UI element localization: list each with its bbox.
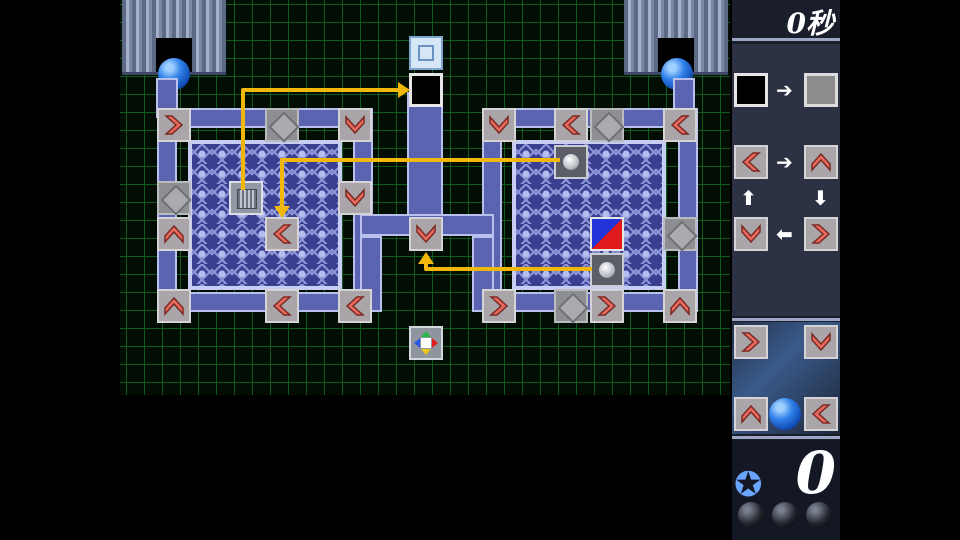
chevron-left-icon <box>561 115 581 135</box>
chevron-right-icon <box>164 115 184 135</box>
life-ball-icon <box>772 502 798 528</box>
arrowhead-up-icon <box>418 252 434 264</box>
up-arrow-icon: ⬆ <box>740 186 757 210</box>
preview-arrow-right-tile <box>734 325 768 359</box>
chevron-left-icon <box>345 296 365 316</box>
chevron-up-icon <box>670 296 690 316</box>
arrow-down-tile[interactable] <box>338 108 372 142</box>
gem-block[interactable] <box>663 217 697 251</box>
chevron-down-icon <box>416 224 436 244</box>
ball-path-overlay <box>241 82 592 271</box>
chevron-left-icon <box>811 404 831 424</box>
rule-arrow-down-tile <box>734 217 768 251</box>
color-arrow-pad[interactable] <box>409 326 443 360</box>
arrow-up-tile[interactable] <box>157 289 191 323</box>
four-way-arrow-icon <box>414 331 438 355</box>
color-swap-block[interactable] <box>590 217 624 251</box>
divider <box>732 436 840 439</box>
chevron-left-icon <box>670 115 690 135</box>
arrow-up-tile[interactable] <box>663 289 697 323</box>
arrowhead-right-icon <box>398 82 410 98</box>
down-arrow-icon: ⬇ <box>812 186 829 210</box>
arrow-left-tile[interactable] <box>663 108 697 142</box>
rule-arrow-up-tile <box>804 145 838 179</box>
floor-panel-right <box>512 140 666 290</box>
path-to-goal <box>241 88 400 190</box>
life-ball-icon <box>738 502 764 528</box>
gem-block[interactable] <box>265 108 299 142</box>
floor-panel-left <box>188 140 342 290</box>
arrow-down-tile[interactable] <box>409 217 443 251</box>
game-board <box>120 0 730 395</box>
chevron-up-icon <box>811 152 831 172</box>
black-block[interactable] <box>409 73 443 107</box>
arrow-up-tile[interactable] <box>157 217 191 251</box>
arrow-left-tile[interactable] <box>338 289 372 323</box>
star-icon: ✪ <box>734 465 763 505</box>
divider <box>732 38 840 41</box>
score-text: 0 <box>795 439 836 507</box>
game-screen: 0秒 ➔ ➔ ⬆ ⬇ ⬅ ✪ 0 <box>120 0 840 540</box>
side-panel: 0秒 ➔ ➔ ⬆ ⬇ ⬅ ✪ 0 <box>732 0 840 540</box>
rule-arrow-left-tile <box>734 145 768 179</box>
arrow-left-tile[interactable] <box>265 217 299 251</box>
striped-block[interactable] <box>229 181 263 215</box>
gem-block[interactable] <box>157 181 191 215</box>
chevron-right-icon <box>597 296 617 316</box>
chevron-up-icon <box>164 296 184 316</box>
arrow-right-tile[interactable] <box>482 289 516 323</box>
chevron-down-icon <box>489 115 509 135</box>
preview-arrow-up-tile <box>734 397 768 431</box>
chevron-up-icon <box>741 404 761 424</box>
chevron-left-icon <box>272 224 292 244</box>
preview-ball <box>769 398 801 430</box>
chevron-down-icon <box>345 188 365 208</box>
goal-tile[interactable] <box>409 36 443 70</box>
arrow-down-tile[interactable] <box>482 108 516 142</box>
rule-arrow-right-tile <box>804 217 838 251</box>
arrow-left-tile[interactable] <box>265 289 299 323</box>
preview-arrow-left-tile <box>804 397 838 431</box>
chevron-left-icon <box>741 152 761 172</box>
chevron-right-icon <box>811 224 831 244</box>
arrow-right-tile[interactable] <box>590 289 624 323</box>
preview-arrow-down-tile <box>804 325 838 359</box>
chevron-down-icon <box>345 115 365 135</box>
path-to-center <box>424 258 592 271</box>
timer-section <box>732 0 840 42</box>
arrowhead-down-icon <box>274 206 290 218</box>
chevron-right-icon <box>741 332 761 352</box>
divider <box>732 318 840 321</box>
rule-black-block <box>734 73 768 107</box>
round-button-block[interactable] <box>590 253 624 287</box>
rule-gray-block <box>804 73 838 107</box>
timer-text: 0秒 <box>786 7 834 40</box>
gem-block[interactable] <box>590 108 624 142</box>
chevron-down-icon <box>811 332 831 352</box>
arrow-down-tile[interactable] <box>338 181 372 215</box>
chevron-up-icon <box>164 224 184 244</box>
chevron-right-icon <box>489 296 509 316</box>
arrow-right-tile[interactable] <box>157 108 191 142</box>
right-arrow-icon: ➔ <box>776 150 793 174</box>
left-arrow-icon: ⬅ <box>776 222 793 246</box>
chevron-down-icon <box>741 224 761 244</box>
life-ball-icon <box>806 502 832 528</box>
chevron-left-icon <box>272 296 292 316</box>
gem-block[interactable] <box>554 289 588 323</box>
arrow-left-tile[interactable] <box>554 108 588 142</box>
right-arrow-icon: ➔ <box>776 78 793 102</box>
path-to-left-panel <box>280 158 560 210</box>
